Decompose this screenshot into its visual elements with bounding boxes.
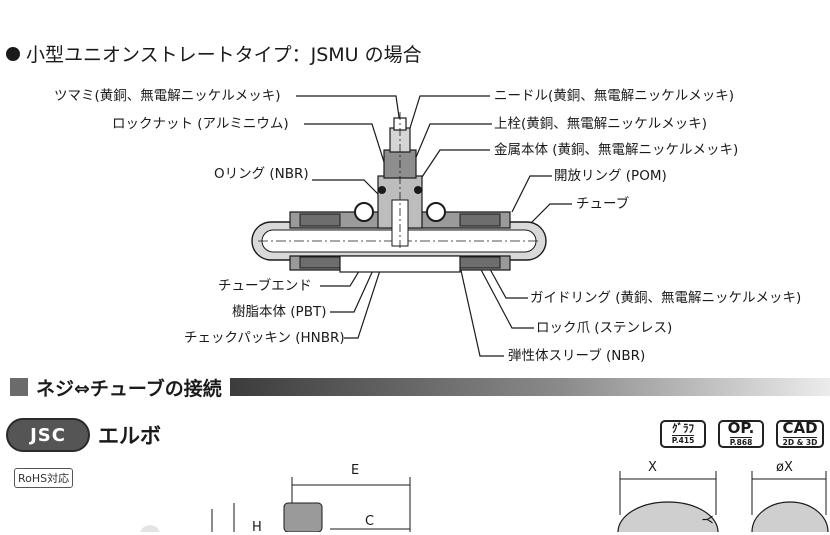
cross-section-diagram bbox=[251, 95, 572, 357]
cad-badge-label: CAD bbox=[782, 419, 818, 438]
op-badge-label: OP. bbox=[727, 419, 755, 438]
label-body-resin: 樹脂本体 (PBT) bbox=[232, 304, 327, 320]
section-title-2: ネジ⇔チューブの接続 bbox=[36, 377, 222, 400]
label-metal-body: 金属本体 (黄銅、無電解ニッケルメッキ) bbox=[494, 142, 739, 158]
graph-badge-page: P.415 bbox=[671, 435, 695, 446]
label-guide-ring: ガイドリング (黄銅、無電解ニッケルメッキ) bbox=[530, 290, 802, 306]
rohs-badge: RoHS対応 bbox=[14, 468, 74, 488]
label-locknut: ロックナット (アルミニウム) bbox=[112, 116, 289, 132]
label-sleeve: 弾性体スリーブ (NBR) bbox=[508, 348, 646, 364]
cad-badge[interactable]: CAD 2D & 3D bbox=[776, 420, 824, 448]
label-check-packing: チェックパッキン (HNBR) bbox=[184, 330, 345, 346]
section-title-1-text: 小型ユニオンストレートタイプ：JSMU の場合 bbox=[26, 44, 422, 66]
dim-ox-label: øX bbox=[776, 460, 793, 475]
section-title-1: 小型ユニオンストレートタイプ：JSMU の場合 bbox=[6, 40, 422, 67]
bullet-icon bbox=[6, 46, 20, 61]
section-header-2: ネジ⇔チューブの接続 bbox=[10, 375, 830, 400]
label-lock-claw: ロック爪 (ステンレス) bbox=[536, 320, 673, 336]
square-bullet-icon bbox=[10, 378, 28, 396]
op-badge[interactable]: OP. P.868 bbox=[718, 420, 764, 448]
label-tube-end: チューブエンド bbox=[218, 278, 312, 294]
dim-x-label: X bbox=[648, 460, 657, 475]
label-tsumami: ツマミ(黄銅、無電解ニッケルメッキ) bbox=[54, 88, 281, 104]
series-badge: JSC bbox=[6, 418, 90, 452]
label-upper-plug: 上栓(黄銅、無電解ニッケルメッキ) bbox=[494, 116, 708, 132]
section-gradient-bar bbox=[229, 378, 830, 396]
label-release-ring: 開放リング (POM) bbox=[554, 168, 667, 184]
label-needle: ニードル(黄銅、無電解ニッケルメッキ) bbox=[494, 88, 735, 104]
op-badge-page: P.868 bbox=[729, 437, 753, 448]
cad-badge-page: 2D & 3D bbox=[782, 437, 818, 448]
dim-h-label: H bbox=[252, 520, 262, 535]
graph-badge[interactable]: ｸﾞﾗﾌ P.415 bbox=[660, 420, 706, 448]
graph-badge-label: ｸﾞﾗﾌ bbox=[672, 422, 694, 436]
label-oring: Oリング (NBR) bbox=[214, 166, 309, 182]
dim-y-label: Y bbox=[698, 515, 714, 524]
dim-e-label: E bbox=[351, 463, 360, 478]
dimension-drawing bbox=[140, 471, 829, 532]
label-tube: チューブ bbox=[576, 196, 630, 212]
dim-c-label: C bbox=[365, 514, 375, 529]
product-name: エルボ bbox=[98, 424, 161, 448]
